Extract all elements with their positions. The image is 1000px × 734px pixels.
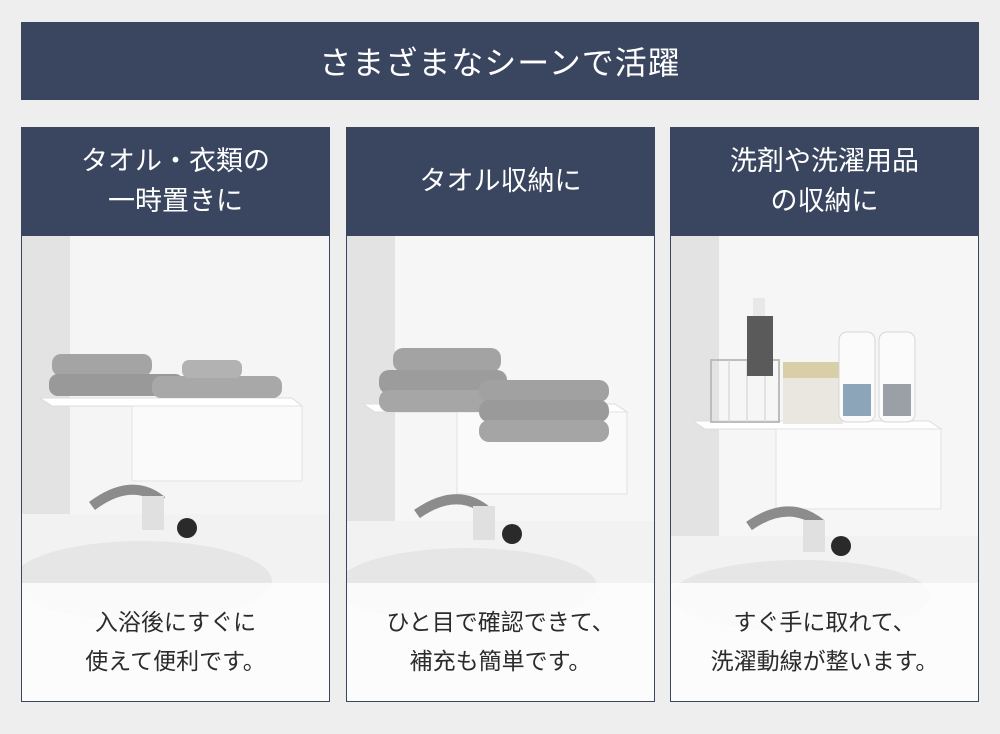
card-caption: すぐ手に取れて、 洗濯動線が整います。 bbox=[671, 583, 978, 701]
page-title-banner: さまざまなシーンで活躍 bbox=[21, 22, 979, 100]
card-heading-line: タオル・衣類の bbox=[81, 146, 270, 177]
card-caption-line: 入浴後にすぐに bbox=[94, 609, 257, 636]
scene-card-detergent-storage: 洗剤や洗濯用品 の収納に すぐ手に取れて、 洗濯動線が整います。 bbox=[670, 127, 979, 702]
card-caption-line: ひと目で確認できて、 bbox=[386, 609, 615, 636]
card-caption-line: すぐ手に取れて、 bbox=[733, 609, 916, 636]
card-caption-line: 洗濯動線が整います。 bbox=[710, 648, 939, 675]
card-caption: 入浴後にすぐに 使えて便利です。 bbox=[22, 583, 329, 701]
card-heading: タオル収納に bbox=[347, 128, 654, 236]
card-caption-line: 使えて便利です。 bbox=[85, 648, 266, 675]
card-heading-line: の収納に bbox=[770, 186, 879, 217]
card-heading-line: 洗剤や洗濯用品 bbox=[730, 146, 919, 177]
card-caption: ひと目で確認できて、 補充も簡単です。 bbox=[347, 583, 654, 701]
scene-card-towel-storage: タオル収納に ひと目で確認できて、 補充も簡単です。 bbox=[346, 127, 655, 702]
page-title: さまざまなシーンで活躍 bbox=[319, 44, 681, 82]
card-heading-line: 一時置きに bbox=[108, 186, 243, 217]
card-heading: 洗剤や洗濯用品 の収納に bbox=[671, 128, 978, 236]
card-heading: タオル・衣類の 一時置きに bbox=[22, 128, 329, 236]
card-heading-line: タオル収納に bbox=[419, 166, 582, 197]
card-caption-line: 補充も簡単です。 bbox=[409, 648, 592, 675]
scene-card-towel-clothes: タオル・衣類の 一時置きに 入浴後にすぐに 使えて便利です。 bbox=[21, 127, 330, 702]
